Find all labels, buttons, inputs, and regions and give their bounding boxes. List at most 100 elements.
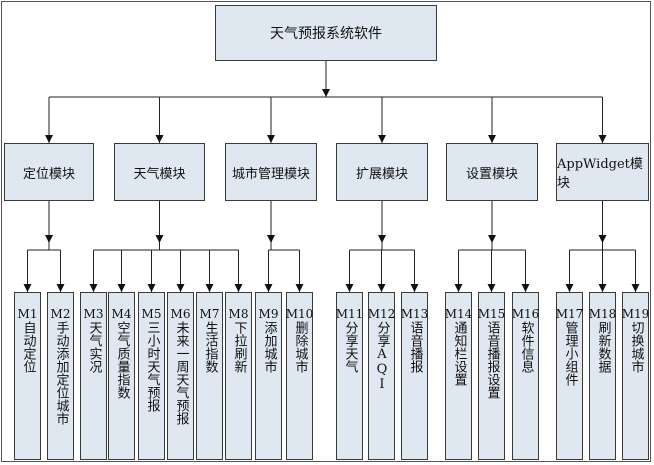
- module-label: 定位模块: [22, 166, 75, 182]
- leaf-arrowhead: [89, 284, 98, 292]
- leaf-code: M11: [335, 307, 364, 321]
- leaf-arrowhead: [56, 284, 65, 292]
- leaf-name: 下拉刷新: [231, 321, 247, 373]
- leaf-arrowhead: [410, 284, 419, 292]
- module-label: 城市管理模块: [231, 166, 310, 182]
- leaf-code: M16: [511, 307, 540, 321]
- leaf-code: M14: [444, 307, 473, 321]
- module-label: 天气模块: [133, 166, 186, 182]
- module-label: 设置模块: [465, 166, 518, 182]
- module-node: 城市管理模块: [225, 143, 317, 201]
- leaf-code: M9: [258, 307, 279, 321]
- root-label: 天气预报系统软件: [270, 26, 382, 42]
- module-arrowhead: [155, 135, 164, 143]
- leaf-name: 管理小组件: [562, 321, 578, 386]
- leaf-code: M1: [17, 307, 38, 321]
- leaf-arrowhead: [176, 284, 185, 292]
- module-arrowhead: [598, 135, 607, 143]
- leaf-code: M3: [83, 307, 104, 321]
- leaf-arrowhead: [147, 284, 156, 292]
- leaf-arrowhead: [487, 284, 496, 292]
- leaf-name: 自动定位: [20, 321, 36, 373]
- leaf-code: M5: [141, 307, 162, 321]
- leaf-arrowhead: [377, 284, 386, 292]
- leaf-code: M18: [588, 307, 617, 321]
- root-arrowhead: [322, 89, 330, 97]
- leaf-name: 刷新数据: [595, 321, 611, 373]
- leaf-arrowhead: [205, 284, 214, 292]
- leaf-name: 未来一周天气预报: [173, 321, 189, 425]
- leaf-code: M15: [477, 307, 506, 321]
- submodule-arrowhead: [598, 235, 607, 243]
- leaf-arrowhead: [264, 284, 273, 292]
- root-node: 天气预报系统软件: [215, 5, 437, 61]
- leaf-name: 通知栏设置: [451, 321, 467, 386]
- submodule-arrowhead: [45, 235, 53, 243]
- module-node: 定位模块: [4, 143, 94, 201]
- submodule-arrowhead: [267, 235, 275, 243]
- module-label: 扩展模块: [355, 166, 408, 182]
- leaf-arrowhead: [454, 284, 463, 292]
- module-node: 天气模块: [114, 143, 205, 201]
- leaf-arrowhead: [295, 284, 304, 292]
- module-arrowhead: [267, 135, 275, 143]
- leaf-arrowhead: [117, 284, 126, 292]
- module-label: AppWidget模块: [557, 157, 643, 191]
- leaf-code: M8: [228, 307, 249, 321]
- module-arrowhead: [488, 135, 496, 143]
- leaf-code: M19: [621, 307, 650, 321]
- submodule-arrowhead: [155, 235, 164, 243]
- leaf-name: 手动添加定位城市: [53, 321, 69, 425]
- leaf-name: 软件信息: [518, 321, 534, 373]
- module-node: AppWidget模块: [556, 143, 649, 201]
- leaf-code: M12: [367, 307, 396, 321]
- leaf-arrowhead: [521, 284, 530, 292]
- leaf-code: M6: [170, 307, 191, 321]
- leaf-name: 切换城市: [628, 321, 644, 373]
- leaf-name: 分享天气: [342, 321, 358, 373]
- leaf-arrowhead: [23, 284, 32, 292]
- leaf-code: M13: [400, 307, 429, 321]
- leaf-arrowhead: [234, 284, 243, 292]
- module-arrowhead: [45, 135, 53, 143]
- module-node: 扩展模块: [336, 143, 428, 201]
- leaf-code: M7: [199, 307, 220, 321]
- leaf-arrowhead: [598, 284, 607, 292]
- leaf-name: 生活指数: [202, 321, 218, 373]
- leaf-name: 天气实况: [86, 321, 102, 373]
- leaf-code: M2: [50, 307, 71, 321]
- leaf-name: 三小时天气预报: [144, 321, 160, 412]
- leaf-code: M4: [111, 307, 132, 321]
- leaf-name: 空气质量指数: [114, 321, 130, 399]
- leaf-name: 删除城市: [292, 321, 308, 373]
- leaf-name: 语音播报设置: [484, 321, 500, 399]
- leaf-code: M10: [285, 307, 314, 321]
- leaf-name: 语音播报: [407, 321, 423, 373]
- leaf-arrowhead: [631, 284, 640, 292]
- leaf-arrowhead: [565, 284, 574, 292]
- submodule-arrowhead: [378, 235, 386, 243]
- leaf-name: 添加城市: [261, 321, 277, 373]
- leaf-code: M17: [555, 307, 584, 321]
